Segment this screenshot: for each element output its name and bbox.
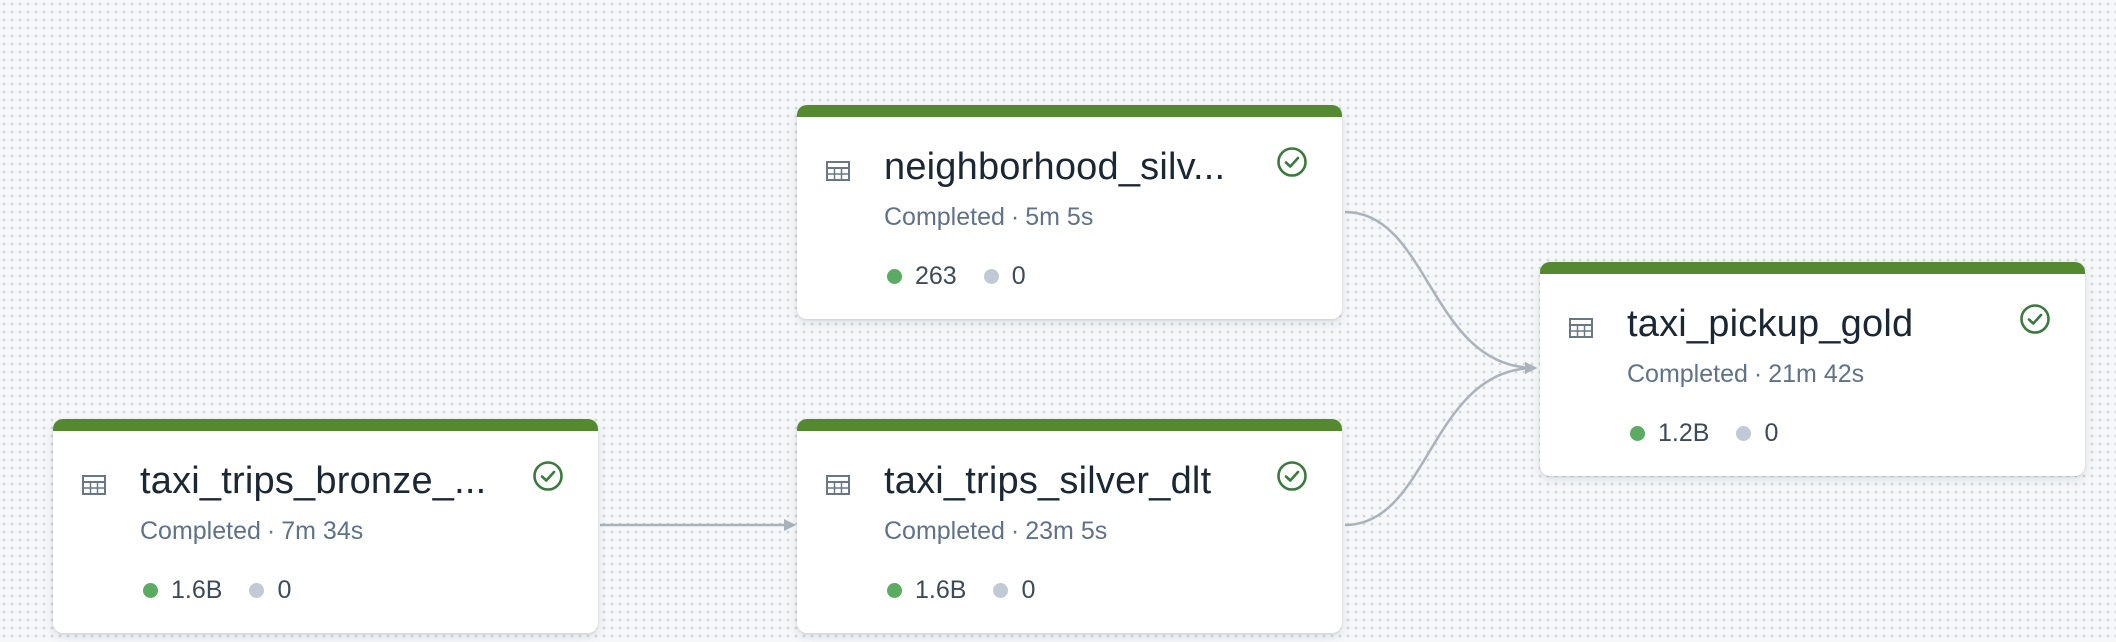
- output-rows-metric: 1.2B: [1630, 417, 1709, 449]
- check-circle-icon: [1276, 460, 1308, 492]
- output-rows-count: 1.2B: [1658, 419, 1710, 447]
- node-title: taxi_pickup_gold: [1627, 303, 1914, 345]
- edge-neighborhood-to-gold: [1344, 210, 1537, 374]
- output-rows-count: 1.6B: [171, 576, 223, 604]
- separator: ·: [1010, 517, 1020, 545]
- neutral-dot-icon: [993, 582, 1009, 598]
- node-title: taxi_trips_bronze_...: [140, 460, 487, 502]
- success-dot-icon: [1630, 425, 1645, 441]
- output-rows-count: 1.6B: [915, 576, 967, 604]
- dropped-rows-metric: 0: [1736, 417, 1778, 449]
- neutral-dot-icon: [249, 582, 265, 598]
- node-title: neighborhood_silv...: [884, 146, 1226, 188]
- dropped-rows-count: 0: [1021, 576, 1036, 604]
- table-icon: [82, 475, 106, 495]
- status-text: Completed: [884, 203, 1005, 231]
- neutral-dot-icon: [1736, 425, 1752, 441]
- dropped-rows-count: 0: [1011, 262, 1026, 290]
- success-dot-icon: [887, 268, 902, 284]
- separator: ·: [266, 517, 276, 545]
- check-circle-icon: [1276, 146, 1308, 178]
- neutral-dot-icon: [983, 268, 999, 284]
- check-circle-icon: [532, 460, 564, 492]
- table-icon: [826, 475, 850, 495]
- duration-text: 7m 34s: [281, 517, 364, 545]
- dropped-rows-metric: 0: [993, 574, 1035, 606]
- node-status-line: Completed·5m 5s: [884, 201, 1093, 233]
- node-metrics: 1.6B 0: [887, 574, 1062, 606]
- success-dot-icon: [887, 582, 902, 598]
- duration-text: 21m 42s: [1768, 360, 1865, 388]
- node-status-line: Completed·7m 34s: [140, 515, 363, 547]
- node-taxi-trips-bronze[interactable]: taxi_trips_bronze_... Completed·7m 34s 1…: [53, 419, 598, 633]
- status-text: Completed: [1627, 360, 1748, 388]
- node-metrics: 1.2B 0: [1630, 417, 1805, 449]
- node-status-line: Completed·23m 5s: [884, 515, 1107, 547]
- node-metrics: 1.6B 0: [143, 574, 318, 606]
- output-rows-count: 263: [915, 262, 957, 290]
- dropped-rows-metric: 0: [249, 574, 291, 606]
- dropped-rows-metric: 0: [983, 260, 1026, 292]
- duration-text: 23m 5s: [1025, 517, 1108, 545]
- separator: ·: [1753, 360, 1763, 388]
- status-text: Completed: [140, 517, 261, 545]
- output-rows-metric: 1.6B: [143, 574, 222, 606]
- check-circle-icon: [2019, 303, 2051, 335]
- node-neighborhood-silver[interactable]: neighborhood_silv... Completed·5m 5s 263…: [797, 105, 1342, 319]
- duration-text: 5m 5s: [1025, 203, 1094, 231]
- node-metrics: 263 0: [887, 260, 1053, 292]
- dropped-rows-count: 0: [1764, 419, 1779, 447]
- status-text: Completed: [884, 517, 1005, 545]
- node-status-line: Completed·21m 42s: [1627, 358, 1864, 390]
- table-icon: [826, 161, 850, 181]
- dropped-rows-count: 0: [277, 576, 292, 604]
- node-taxi-pickup-gold[interactable]: taxi_pickup_gold Completed·21m 42s 1.2B …: [1540, 262, 2085, 476]
- node-taxi-trips-silver-dlt[interactable]: taxi_trips_silver_dlt Completed·23m 5s 1…: [797, 419, 1342, 633]
- output-rows-metric: 1.6B: [887, 574, 966, 606]
- node-title: taxi_trips_silver_dlt: [884, 460, 1212, 502]
- edge-silver-to-gold: [1344, 362, 1537, 527]
- table-icon: [1569, 318, 1593, 338]
- output-rows-metric: 263: [887, 260, 957, 292]
- success-dot-icon: [143, 582, 158, 598]
- separator: ·: [1010, 203, 1020, 231]
